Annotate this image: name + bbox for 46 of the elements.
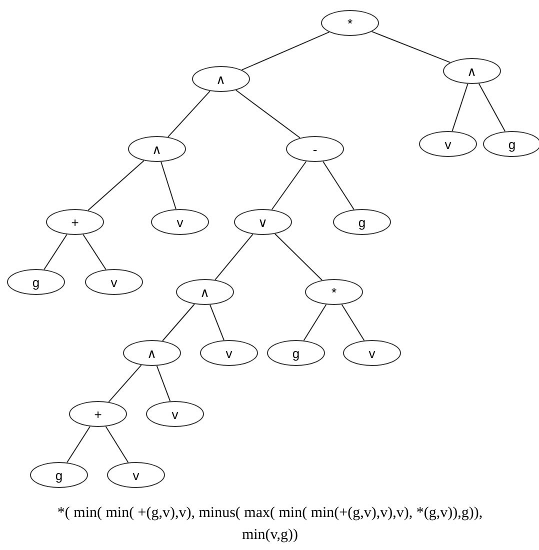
tree-node-ellipse: v [343,340,401,366]
tree-edge [108,364,142,402]
tree-edge [341,304,365,341]
tree-node-ellipse: - [286,136,344,162]
tree-node-ellipse: ∧ [176,279,234,305]
tree-edge [156,365,171,402]
tree-edge [44,234,68,270]
tree-edge [271,160,307,210]
tree-edge [371,31,451,63]
tree-edge [66,426,90,463]
tree-edge [241,32,330,70]
tree-node-ellipse: v [146,401,204,427]
tree-node-ellipse: v [151,209,209,235]
tree-node-ellipse: v [200,340,258,366]
tree-node-ellipse: g [333,209,391,235]
tree-node-ellipse: ∧ [123,340,181,366]
tree-node-ellipse: * [305,279,363,305]
tree-node-ellipse: g [483,131,539,157]
tree-node-ellipse: v [107,462,165,488]
tree-node-ellipse: ∨ [234,209,292,235]
tree-edge [214,234,254,280]
tree-edge [210,304,224,341]
tree-node-ellipse: * [321,10,379,36]
tree-edge [160,161,176,210]
tree-edge [303,304,327,341]
tree-edge [274,233,322,281]
tree-edge [168,90,210,138]
tree-edge [452,83,468,132]
tree-node-ellipse: g [267,340,325,366]
tree-node-ellipse: g [7,269,65,295]
expression-caption: *( min( min( +(g,v),v), minus( max( min( min(+(g,v),v),v), *(g,v)),g)), min(v,g)) [56,504,484,545]
tree-node-ellipse: ∧ [443,58,501,84]
tree-node-ellipse: ∧ [128,136,186,162]
tree-edge [478,83,506,132]
tree-edge [105,426,129,463]
tree-edge [235,90,301,138]
tree-node-ellipse: + [46,209,104,235]
tree-edge [88,160,144,211]
tree-edge [322,161,354,210]
tree-node-ellipse: g [30,462,88,488]
tree-edge [82,234,106,270]
tree-edge [162,304,195,342]
tree-node-ellipse: v [419,131,477,157]
tree-node-ellipse: + [69,401,127,427]
tree-node-ellipse: v [85,269,143,295]
tree-node-ellipse: ∧ [192,66,250,92]
